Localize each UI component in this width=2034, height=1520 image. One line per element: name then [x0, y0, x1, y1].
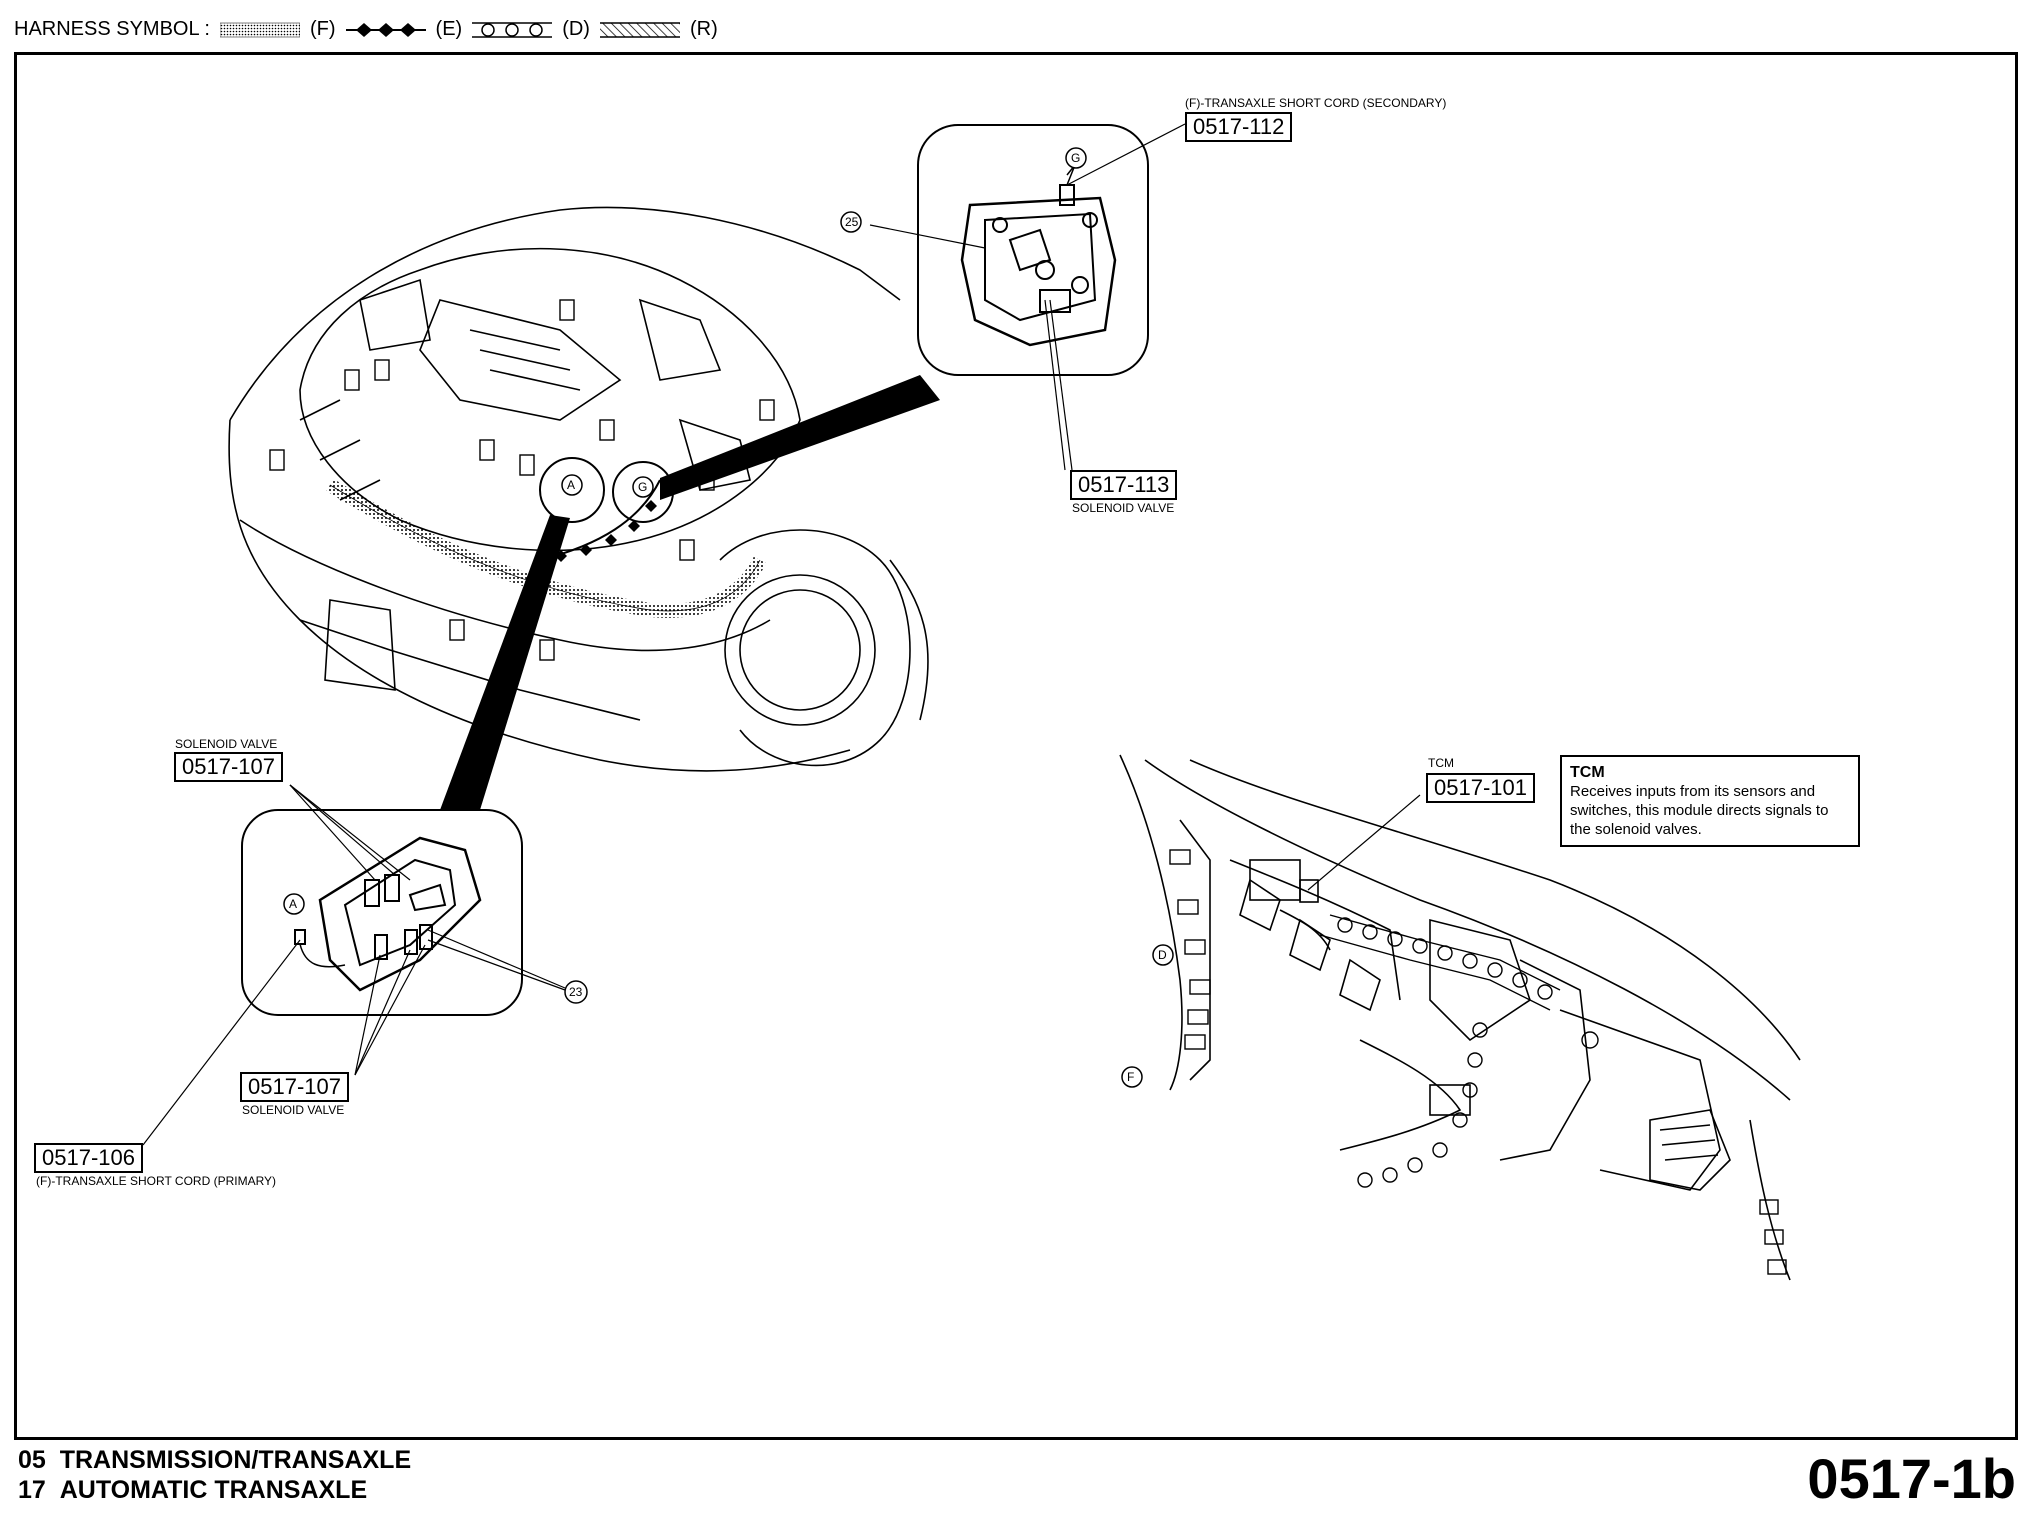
marker-23: 23: [569, 985, 583, 999]
engine-harness-e: [539, 479, 661, 562]
dashboard-drawing: [1119, 754, 1801, 1281]
marker-f: F: [1127, 1070, 1135, 1084]
legend-code-f: (F): [309, 18, 336, 40]
lower-detail-inset: [241, 809, 523, 1016]
page-code: 0517-1b: [1807, 1447, 2016, 1510]
tcm-note-body: Receives inputs from its sensors and swi…: [1570, 783, 1829, 838]
dotted-pattern-icon: [219, 22, 300, 37]
callout-0517-112[interactable]: 0517-112: [1185, 112, 1293, 142]
callout-107a-title: SOLENOID VALVE: [175, 737, 278, 751]
footer-section-title: TRANSMISSION/TRANSAXLE: [59, 1446, 412, 1474]
callout-0517-101[interactable]: 0517-101: [1426, 773, 1535, 803]
marker-a-lower: A: [289, 897, 298, 911]
callout-107b-caption: SOLENOID VALVE: [242, 1103, 345, 1117]
callout-0517-106[interactable]: 0517-106: [34, 1143, 143, 1173]
projection-wedge-lower: [440, 515, 570, 810]
marker-25: 25: [845, 215, 859, 229]
vehicle-engine-bay-drawing: [228, 206, 929, 772]
footer-section-line2: 17 AUTOMATIC TRANSAXLE: [18, 1476, 367, 1505]
circle-chain-icon: [472, 21, 553, 38]
callout-0517-107-lower[interactable]: 0517-107: [240, 1072, 349, 1102]
footer-subsection-number: 17: [18, 1476, 46, 1504]
callout-0517-113[interactable]: 0517-113: [1070, 470, 1178, 500]
legend-code-r: (R): [689, 18, 718, 40]
footer-section-number: 05: [18, 1446, 46, 1474]
harness-symbol-legend: HARNESS SYMBOL : (F) (E) (D) (R): [14, 18, 718, 41]
callout-106-caption: (F)-TRANSAXLE SHORT CORD (PRIMARY): [36, 1174, 277, 1188]
legend-code-d: (D): [562, 18, 590, 40]
marker-g-engine: G: [638, 480, 648, 494]
callout-101-title: TCM: [1428, 756, 1454, 770]
diagram-frame: [14, 52, 2018, 1440]
tcm-description-box: TCM Receives inputs from its sensors and…: [1560, 755, 1860, 847]
footer-section-line1: 05 TRANSMISSION/TRANSAXLE: [18, 1446, 411, 1475]
callout-113-caption: SOLENOID VALVE: [1072, 501, 1175, 515]
legend-label: HARNESS SYMBOL :: [14, 18, 210, 40]
hatched-pattern-icon: [599, 21, 680, 38]
upper-detail-inset: [917, 124, 1149, 376]
dashboard-harness-d: [1319, 914, 1599, 1188]
tcm-note-title: TCM: [1570, 764, 1605, 781]
footer-subsection-title: AUTOMATIC TRANSAXLE: [59, 1476, 368, 1504]
projection-wedge-upper: [660, 375, 940, 500]
marker-d: D: [1158, 948, 1167, 962]
callout-0517-107-upper[interactable]: 0517-107: [174, 752, 283, 782]
legend-code-e: (E): [435, 18, 463, 40]
marker-a-engine: A: [567, 478, 576, 492]
callout-112-title: (F)-TRANSAXLE SHORT CORD (SECONDARY): [1185, 96, 1447, 110]
pillar-connectors: [1169, 849, 1787, 1275]
diamond-chain-icon: [345, 22, 426, 37]
marker-g-upper: G: [1071, 151, 1081, 165]
